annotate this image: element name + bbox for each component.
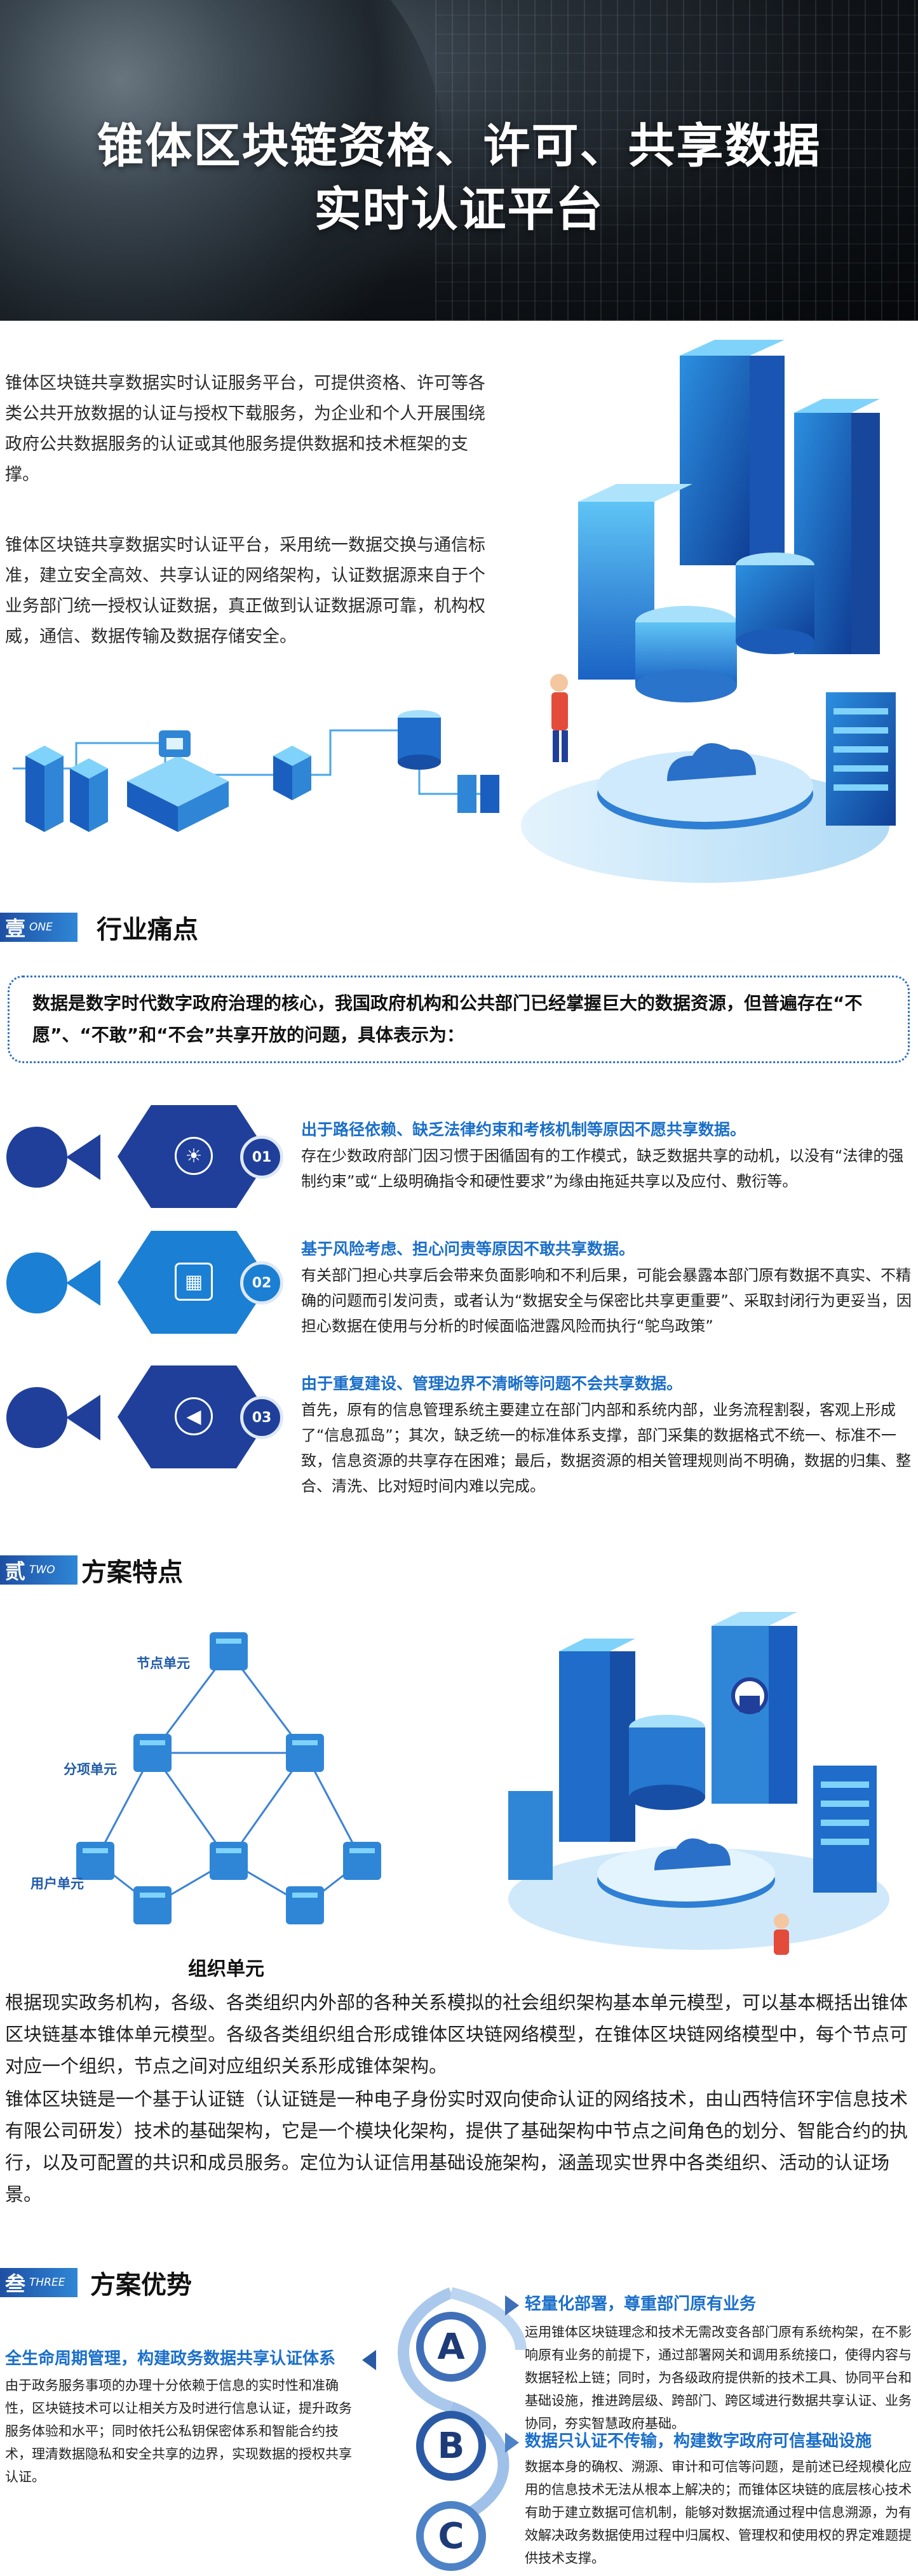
advantage-title-b: 全生命周期管理，构建政务数据共享认证体系 (5, 2349, 336, 2368)
intro-paragraph-1: 锥体区块链共享数据实时认证服务平台，可提供资格、许可等各类公共开放数据的认证与授… (5, 373, 485, 485)
advantage-badge-b: B (416, 2411, 486, 2481)
advantage-body-b: 由于政务服务事项的办理十分依赖于信息的实时性和准确性，区块链技术可以让相关方及时… (5, 2378, 352, 2485)
section-badge: 壹 ONE (0, 913, 78, 942)
arrow-icon (362, 2350, 376, 2370)
section-title: 方案特点 (81, 1558, 183, 1587)
calendar-icon: ▦ (175, 1263, 213, 1301)
features-paragraph-1: 根据现实政务机构，各级、各类组织内外部的各种关系模拟的社会组织架构基本单元模型，… (5, 1992, 908, 2077)
advantage-badge-c: C (416, 2501, 486, 2571)
bullet-circle (6, 1252, 67, 1313)
pain-point-body: 首先，原有的信息管理系统主要建立在部门内部和系统内部，业务流程割裂，客观上形成了… (301, 1401, 911, 1495)
server-cluster-illustration (521, 340, 896, 883)
number-badge: 03 (240, 1396, 283, 1439)
arrow-icon (505, 2295, 519, 2316)
hero-title-line2: 实时认证平台 (314, 182, 604, 237)
pain-point-body: 有关部门担心共享后会带来负面影响和不利后果，可能会暴露本部门原有数据不真实、不精… (301, 1266, 912, 1335)
label-node-unit: 节点单元 (137, 1656, 190, 1671)
badge-english: THREE (29, 2276, 65, 2289)
pain-point-title: 出于路径依赖、缺乏法律约束和考核机制等原因不愿共享数据。 (301, 1120, 746, 1139)
diagram-caption: 组织单元 (188, 1958, 264, 1980)
section-header-features: 贰 TWO 方案特点 (0, 1552, 183, 1588)
lightbulb-icon: ☀ (175, 1137, 213, 1175)
arrow-icon (505, 2432, 519, 2453)
label-branch-unit: 分项单元 (64, 1762, 117, 1777)
badge-number: 壹 (5, 916, 26, 941)
section-header-advantages: 叁 THREE 方案优势 (0, 2265, 192, 2300)
badge-number: 叁 (5, 2272, 26, 2296)
hero-title-line1: 锥体区块链资格、许可、共享数据 (97, 119, 821, 173)
intro-paragraph-2: 锥体区块链共享数据实时认证平台，采用统一数据交换与通信标准，建立安全高效、共享认… (5, 535, 485, 647)
section-header-pain-points: 壹 ONE 行业痛点 (0, 909, 198, 945)
advantage-badge-a: A (416, 2312, 486, 2382)
advantage-title-c: 数据只认证不传输，构建数字政府可信基础设施 (525, 2432, 872, 2451)
section-badge: 叁 THREE (0, 2268, 78, 2297)
advantage-body-a: 运用锥体区块链理念和技术无需改变各部门原有系统构架，在不影响原有业务的前提下，通… (525, 2324, 912, 2431)
bullet-circle (6, 1387, 67, 1448)
organization-network-diagram (76, 1632, 381, 1924)
number-badge: 01 (240, 1136, 283, 1179)
section-badge: 贰 TWO (0, 1555, 78, 1585)
section-title: 行业痛点 (97, 915, 198, 944)
pain-point-title: 由于重复建设、管理边界不清晰等问题不会共享数据。 (301, 1374, 683, 1393)
section-title: 方案优势 (90, 2271, 192, 2300)
hero-banner: 锥体区块链资格、许可、共享数据 实时认证平台 (0, 0, 918, 321)
pain-intro-box: 数据是数字时代数字政府治理的核心，我国政府机构和公共部门已经掌握巨大的数据资源，… (8, 976, 910, 1063)
features-paragraph-2: 锥体区块链是一个基于认证链（认证链是一种电子身份实时双向使命认证的网络技术，由山… (5, 2088, 908, 2205)
pain-point-title: 基于风险考虑、担心问责等原因不敢共享数据。 (301, 1240, 635, 1258)
cloud-server-illustration (508, 1612, 889, 1955)
pain-point-body: 存在少数政府部门因习惯于困循固有的工作模式，缺乏数据共享的动机，以没有“法律的强… (301, 1147, 904, 1190)
badge-english: ONE (29, 921, 53, 934)
label-user-unit: 用户单元 (30, 1876, 84, 1891)
bullet-triangle (66, 1395, 100, 1440)
number-badge: 02 (240, 1261, 283, 1305)
advantage-connector-arcs (398, 2287, 527, 2527)
globe-image (0, 0, 445, 321)
advantage-body-c: 数据本身的确权、溯源、审计和可信等问题，是前述已经规模化应用的信息技术无法从根本… (525, 2459, 912, 2566)
network-flow-illustration (13, 710, 499, 832)
bullet-triangle (66, 1134, 100, 1180)
badge-english: TWO (29, 1564, 55, 1576)
bullet-triangle (66, 1260, 100, 1306)
bullet-circle (6, 1127, 67, 1188)
data-grid-texture (435, 0, 918, 321)
badge-number: 贰 (5, 1559, 26, 1583)
megaphone-icon: ◀ (175, 1397, 213, 1435)
advantage-title-a: 轻量化部署，尊重部门原有业务 (525, 2295, 757, 2314)
